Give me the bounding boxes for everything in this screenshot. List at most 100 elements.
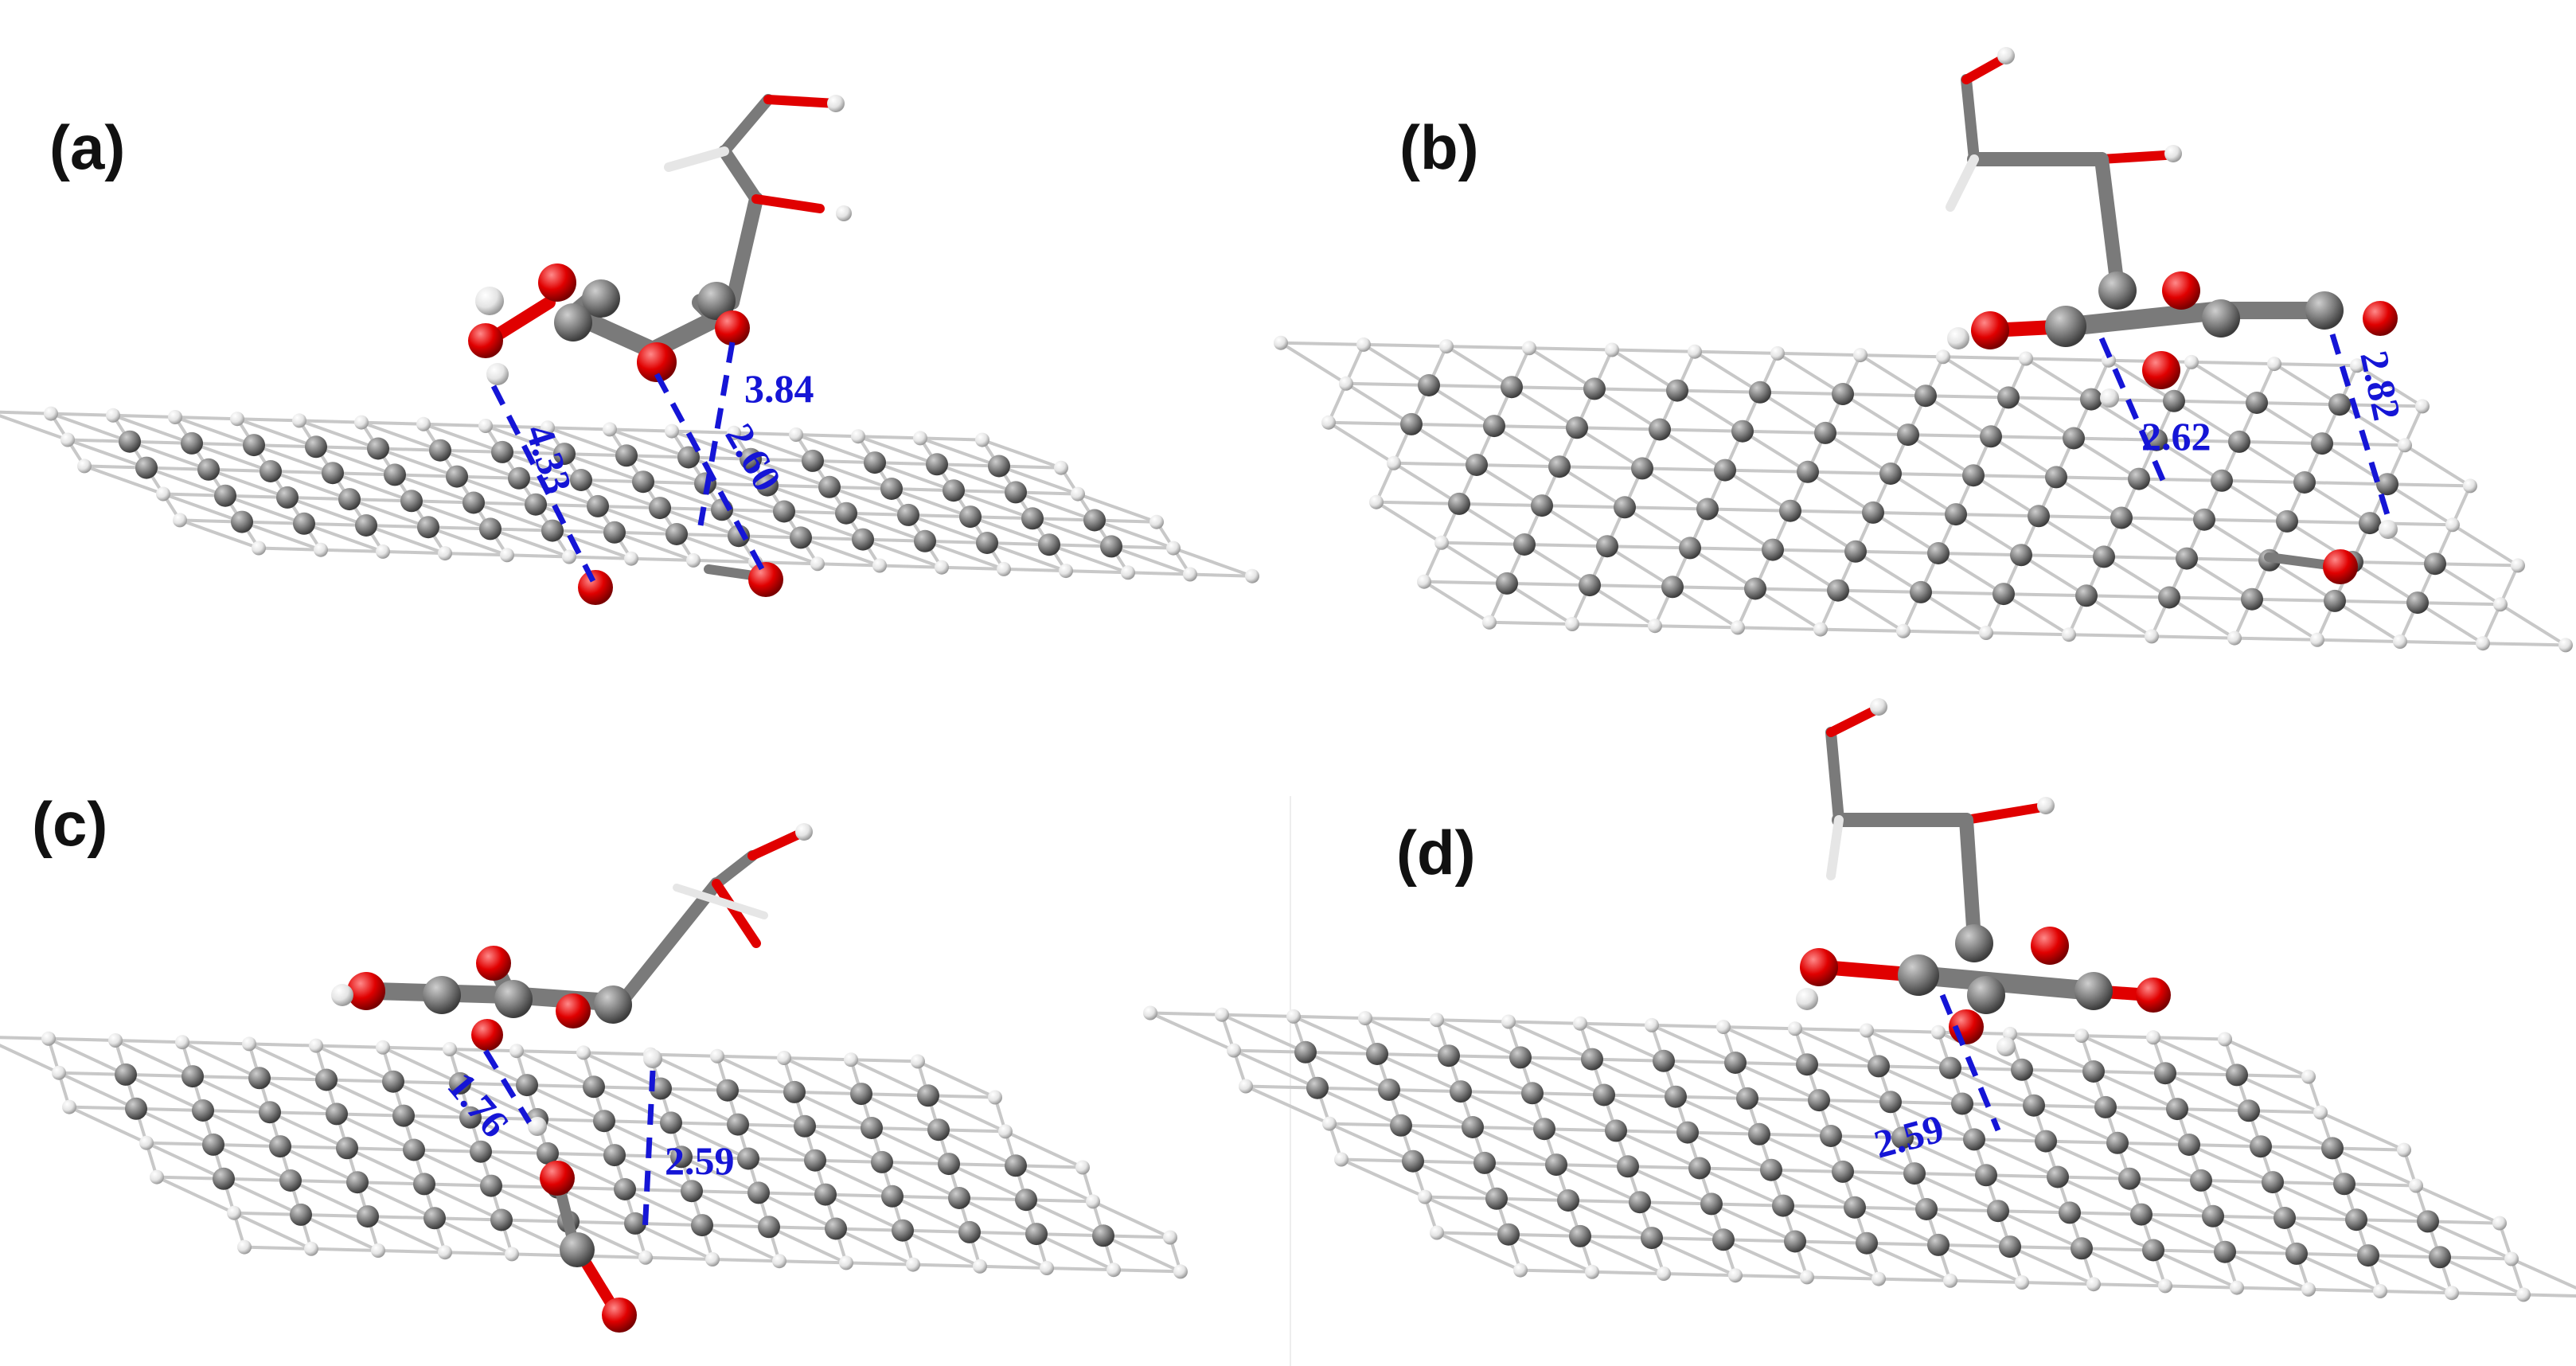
carbon-atom xyxy=(1891,1126,1914,1149)
hydrogen-atom xyxy=(911,1054,925,1069)
panel-divider xyxy=(1290,796,1291,1366)
carbon-atom xyxy=(2118,1167,2141,1190)
carbon-atom xyxy=(852,528,874,551)
carbon-atom xyxy=(773,500,795,523)
graphene-bond xyxy=(1293,1015,1378,1056)
graphene-bond xyxy=(115,1039,193,1078)
carbon-atom xyxy=(2142,1239,2164,1262)
graphene-bond xyxy=(1663,1272,1736,1278)
graphene-bond xyxy=(2238,439,2323,446)
carbon-atom xyxy=(1679,537,1701,560)
graphene-bond xyxy=(2399,640,2484,646)
hydrogen-atom xyxy=(2409,1178,2423,1193)
graphene-bond xyxy=(1866,1028,1939,1034)
graphene-bond xyxy=(1830,1134,1903,1140)
hydrogen-atom xyxy=(686,552,701,568)
graphene-bond xyxy=(1508,1232,1581,1238)
graphene-bond xyxy=(2038,514,2122,520)
graphene-bond xyxy=(1841,392,1910,436)
graphene-bond xyxy=(2009,1245,2094,1286)
graphene-bond xyxy=(2007,396,2075,440)
graphene-bond xyxy=(1544,1127,1617,1133)
carbon-atom xyxy=(1631,457,1653,480)
carbon-atom xyxy=(2424,552,2446,576)
graphene-bond xyxy=(814,1158,893,1198)
graphene-bond xyxy=(2120,516,2188,560)
carbon-atom xyxy=(2047,1165,2069,1188)
carbon-atom xyxy=(2226,1064,2248,1087)
graphene-bond xyxy=(758,1191,826,1196)
graphene-bond xyxy=(1890,1100,1963,1106)
graphene-bond xyxy=(48,1036,127,1076)
graphene-bond xyxy=(2153,1036,2238,1077)
hydrogen-atom xyxy=(1086,1194,1100,1209)
carbon-atom xyxy=(926,453,948,476)
graphene-bond xyxy=(1639,1200,1712,1206)
graphene-bond xyxy=(1659,427,1743,433)
hydrogen-atom xyxy=(997,561,1011,576)
graphene-bond xyxy=(357,1181,435,1220)
distance-label-d-1: 2.59 xyxy=(1869,1106,1948,1167)
ascorbic-molecule-c xyxy=(331,823,813,1333)
graphene-bond xyxy=(670,1121,749,1161)
carbon-atom xyxy=(2359,512,2381,535)
graphene-bond xyxy=(2203,518,2271,562)
carbon-atom xyxy=(1596,535,1618,558)
graphene-bond xyxy=(2117,1141,2190,1146)
graphene-bond xyxy=(1593,387,1661,431)
graphene-bond xyxy=(50,412,114,417)
graphene-bond xyxy=(1579,1234,1653,1240)
graphene-bond xyxy=(892,1194,970,1234)
carbon-atom xyxy=(1760,1158,1782,1181)
carbon-atom xyxy=(740,447,762,470)
graphene-bond xyxy=(2274,362,2358,368)
hydrogen-atom xyxy=(2463,478,2477,494)
carbon-atom xyxy=(125,1097,147,1120)
graphene-bond xyxy=(1540,504,1609,548)
graphene-bond xyxy=(835,1227,914,1266)
carbon-atom xyxy=(583,1075,605,1099)
graphene-bond xyxy=(2020,553,2088,597)
carbon-atom xyxy=(214,484,236,507)
graphene-bond xyxy=(1806,1063,1879,1068)
graphene-bond xyxy=(336,1112,415,1152)
graphene-bond xyxy=(48,1036,116,1042)
graphene-bond xyxy=(2129,1177,2202,1182)
carbon-atom xyxy=(650,1077,672,1100)
graphene-bond xyxy=(1926,1208,2011,1248)
hydrogen-atom xyxy=(309,1038,323,1053)
graphene-bond xyxy=(1842,392,1926,398)
graphene-bond xyxy=(1961,1102,2035,1107)
graphene-sheet-c xyxy=(0,1031,1188,1279)
graphene-bond xyxy=(1221,1013,1306,1054)
graphene-bond xyxy=(1280,341,1364,346)
graphene-bond xyxy=(326,1078,394,1083)
graphene-bond xyxy=(1103,1234,1181,1274)
carbon-atom xyxy=(1306,1076,1329,1099)
graphene-bond xyxy=(259,1076,327,1082)
graphene-bond xyxy=(712,1258,780,1263)
graphene-bond xyxy=(1567,1199,1653,1239)
carbon-atom xyxy=(459,1106,482,1129)
graphene-bond xyxy=(850,1058,919,1064)
graphene-bond xyxy=(2164,1071,2238,1077)
graphene-bond xyxy=(1576,426,1661,431)
carbon-atom xyxy=(336,1137,358,1160)
graphene-bond xyxy=(835,1227,904,1232)
graphene-bond xyxy=(2332,1146,2417,1188)
carbon-atom xyxy=(1015,1188,1037,1212)
hydrogen-atom xyxy=(2476,636,2490,651)
graphene-bond xyxy=(1575,426,1644,470)
graphene-bond xyxy=(1615,1129,1700,1170)
carbon-atom xyxy=(1531,494,1553,517)
distance-label-a-1: 3.84 xyxy=(744,366,814,411)
graphene-bond xyxy=(1950,1066,2035,1107)
carbon-atom xyxy=(958,1220,981,1243)
carbon-atom xyxy=(850,1083,872,1106)
carbon-atom xyxy=(1772,1194,1794,1217)
graphene-bond xyxy=(1836,589,1905,633)
graphene-bond xyxy=(1345,381,1430,387)
graphene-bond xyxy=(2021,1281,2094,1286)
graphene-bond xyxy=(2212,1214,2285,1220)
carbon-atom xyxy=(279,1169,302,1192)
